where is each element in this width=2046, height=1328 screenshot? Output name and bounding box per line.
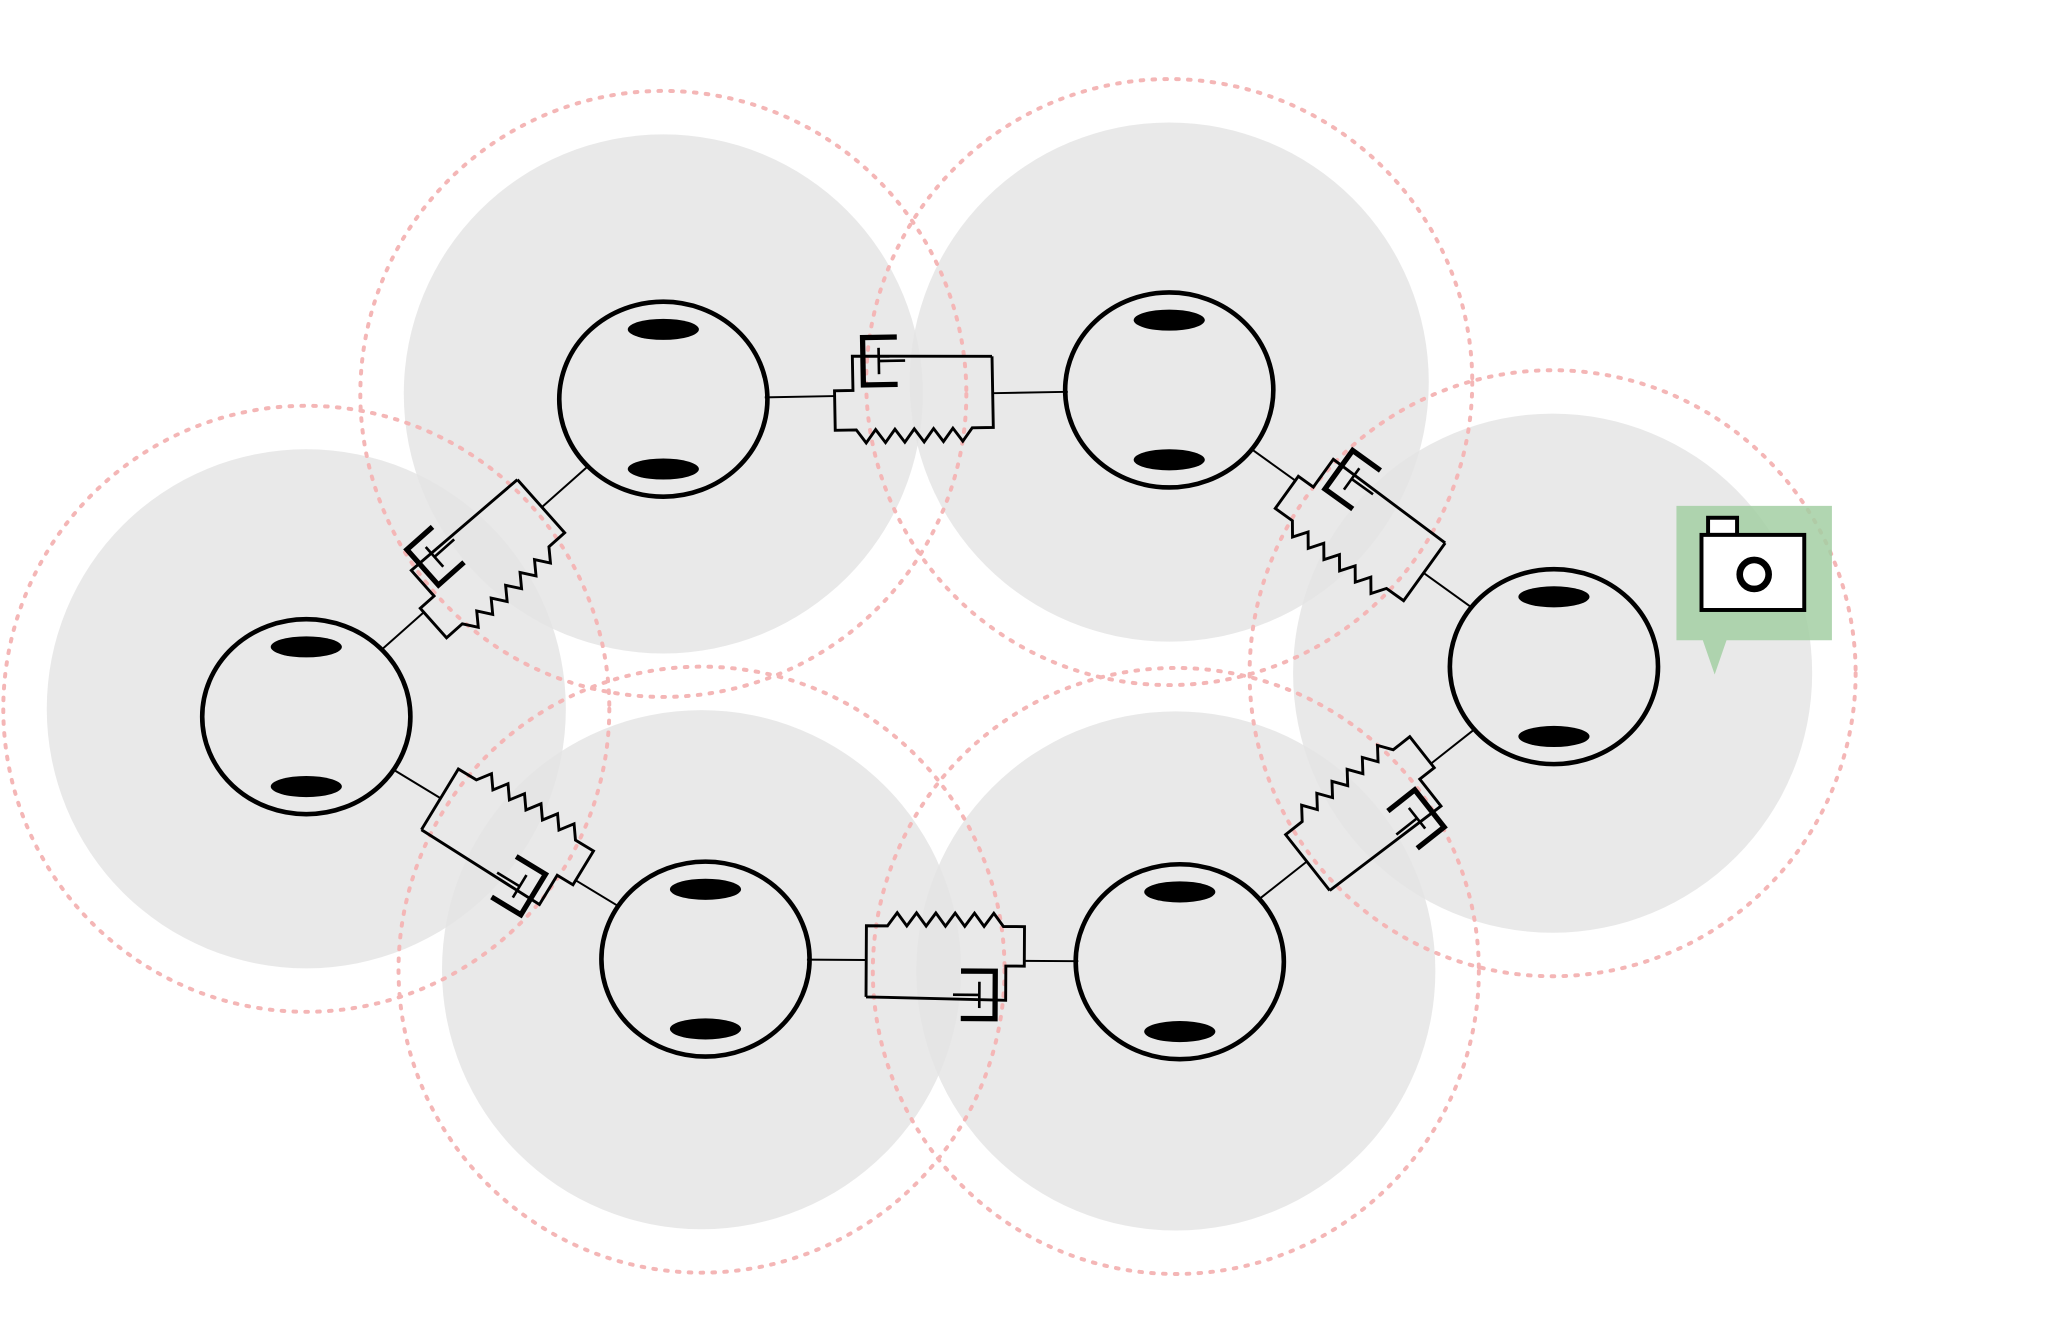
link-rod bbox=[381, 611, 425, 651]
body-bottom-marker bbox=[627, 458, 699, 480]
spring-icon bbox=[420, 766, 596, 907]
damper-piston bbox=[424, 538, 456, 568]
node-5[interactable] bbox=[1073, 861, 1287, 1062]
node-3-influence-zone bbox=[909, 122, 1429, 642]
body-icon bbox=[199, 616, 413, 817]
camera-icon bbox=[1699, 532, 1807, 612]
body-top-marker bbox=[270, 636, 342, 658]
node-3-range-ring bbox=[864, 77, 1475, 688]
node-4[interactable] bbox=[1447, 566, 1661, 767]
spring-damper-link-2 bbox=[764, 334, 1068, 446]
damper-piston bbox=[877, 347, 906, 375]
body-bottom-marker bbox=[1144, 1021, 1216, 1043]
spring-damper-link-1 bbox=[381, 465, 589, 651]
joint-links bbox=[381, 334, 1475, 1022]
spring-damper-link-3 bbox=[1251, 446, 1473, 609]
camera-marker[interactable] bbox=[1676, 505, 1832, 675]
link-rod bbox=[1430, 728, 1475, 765]
body-icon bbox=[556, 299, 770, 499]
spring-icon bbox=[833, 354, 995, 446]
spring-icon bbox=[1273, 457, 1447, 603]
node-1-range-ring bbox=[1, 403, 612, 1014]
body-top-marker bbox=[627, 318, 699, 340]
body-icon bbox=[1062, 290, 1276, 490]
node-3[interactable] bbox=[1062, 290, 1276, 490]
damper-piston bbox=[1342, 467, 1374, 496]
link-rod bbox=[541, 465, 589, 508]
node-4-range-ring bbox=[1247, 368, 1858, 979]
camera-viewfinder bbox=[1706, 515, 1740, 537]
link-rod bbox=[392, 768, 442, 800]
damper-icon bbox=[1321, 446, 1382, 512]
influence-zones bbox=[46, 122, 1813, 1231]
camera-lens bbox=[1736, 556, 1772, 593]
spring-damper-link-5 bbox=[806, 910, 1079, 1022]
node-6[interactable] bbox=[599, 859, 812, 1059]
node-6-influence-zone bbox=[442, 710, 962, 1230]
body-top-marker bbox=[669, 878, 742, 900]
link-rod bbox=[1251, 448, 1296, 482]
damper-piston bbox=[1395, 807, 1427, 836]
link-rod bbox=[1258, 860, 1308, 900]
damper-icon bbox=[403, 524, 466, 589]
damper-icon bbox=[960, 968, 998, 1022]
link-rod bbox=[992, 390, 1068, 395]
link-rod bbox=[764, 395, 835, 399]
node-5-range-ring bbox=[870, 665, 1481, 1276]
link-rod bbox=[1423, 572, 1473, 609]
damper-piston bbox=[952, 981, 981, 1009]
body-bottom-marker bbox=[270, 775, 342, 798]
body-icon bbox=[1073, 861, 1287, 1062]
damper-piston bbox=[496, 871, 528, 899]
body-top-marker bbox=[1518, 586, 1590, 608]
body-top-marker bbox=[1144, 881, 1216, 903]
body-icon bbox=[1447, 566, 1661, 767]
node-2-range-ring bbox=[358, 88, 969, 699]
body-bottom-marker bbox=[1518, 725, 1590, 747]
spring-damper-link-4 bbox=[1258, 728, 1475, 900]
spring-icon bbox=[864, 910, 1026, 1002]
body-icon bbox=[599, 859, 812, 1059]
node-2[interactable] bbox=[556, 299, 770, 499]
body-nodes bbox=[199, 290, 1661, 1062]
link-rod bbox=[575, 879, 620, 908]
damper-icon bbox=[1386, 786, 1448, 851]
body-bottom-marker bbox=[669, 1018, 742, 1040]
damper-icon bbox=[490, 854, 550, 919]
spring-icon bbox=[1283, 734, 1444, 892]
spring-damper-link-6 bbox=[392, 766, 620, 919]
damper-icon bbox=[859, 334, 898, 388]
body-bottom-marker bbox=[1133, 449, 1205, 471]
node-2-influence-zone bbox=[403, 134, 923, 654]
node-1[interactable] bbox=[199, 616, 413, 817]
node-5-influence-zone bbox=[916, 711, 1436, 1231]
body-top-marker bbox=[1133, 309, 1205, 331]
spring-icon bbox=[409, 478, 567, 640]
